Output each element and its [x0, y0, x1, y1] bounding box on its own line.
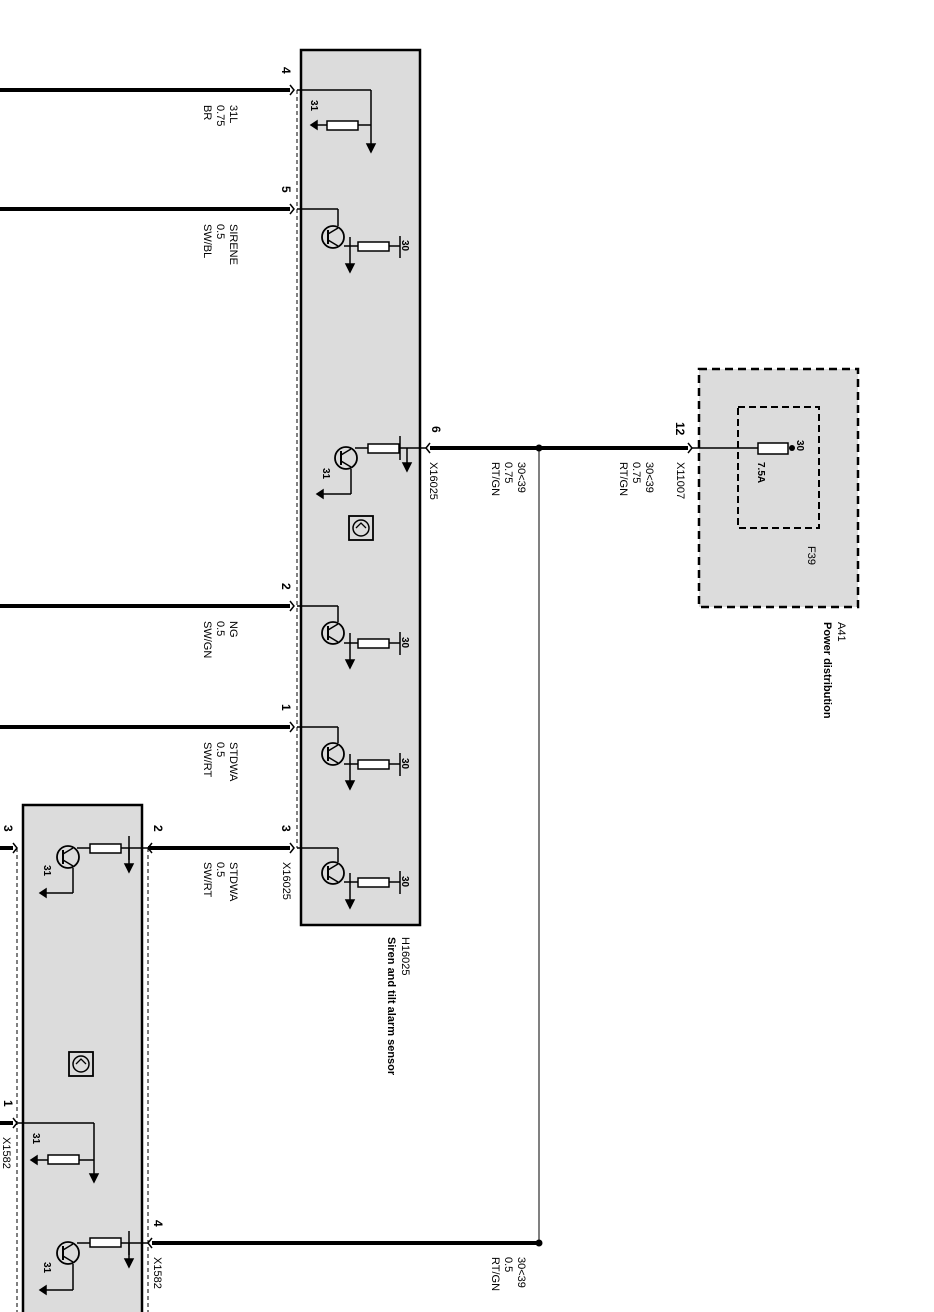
- pin-1: 1: [279, 704, 293, 711]
- pin-3: 3: [279, 825, 293, 832]
- pin-12: 12: [673, 422, 687, 436]
- lower-pin-1: 1: [1, 1100, 15, 1107]
- ground-terminal-31: 31: [308, 100, 319, 112]
- lower-module-box: [21, 803, 144, 1312]
- circuit-stdwa-2: [297, 847, 401, 910]
- circuit-31l: [297, 89, 377, 154]
- svg-text:SW/RT: SW/RT: [201, 742, 213, 778]
- supply-terminal-30-b: 30: [399, 637, 410, 649]
- svg-text:31L: 31L: [227, 105, 239, 123]
- supply-terminal-30-d: 30: [399, 876, 410, 888]
- circuit-stdwa-1: [297, 726, 401, 791]
- svg-text:0.5: 0.5: [214, 621, 226, 636]
- circuit-lower-pin4: [38, 1231, 148, 1296]
- power-distribution-box: [697, 367, 860, 609]
- siren-icon-lower: [68, 1051, 94, 1077]
- siren-module-box: [299, 48, 422, 927]
- lower-pin-3: 3: [1, 825, 15, 832]
- siren-icon: [348, 515, 374, 541]
- fuse-terminal-30: 30: [794, 440, 805, 452]
- connector-x1582-left: X1582: [0, 1137, 12, 1169]
- circuit-lower-pin1: [17, 1122, 100, 1184]
- label-wire-31l: 31L 0.75 BR: [201, 105, 239, 126]
- connector-x16025-top: X16025: [427, 462, 439, 500]
- label-wire-feed-1: 30<39 0.75 RT/GN: [489, 462, 527, 496]
- svg-text:30<39: 30<39: [515, 1257, 527, 1288]
- lower-pin-2: 2: [151, 825, 165, 832]
- label-wire-ng: NG 0.5 SW/GN: [201, 621, 239, 658]
- svg-text:30<39: 30<39: [643, 462, 655, 493]
- svg-text:SW/BL: SW/BL: [201, 224, 213, 258]
- svg-text:0.75: 0.75: [502, 462, 514, 483]
- svg-text:STDWA: STDWA: [227, 742, 239, 782]
- component-desc-power: Power distribution: [821, 622, 833, 719]
- svg-text:0.75: 0.75: [214, 105, 226, 126]
- pin-tick-x11007: [687, 442, 693, 454]
- fuse-id: F39: [805, 546, 817, 565]
- svg-text:NG: NG: [227, 621, 239, 638]
- ground-terminal-31-d: 31: [30, 1133, 41, 1145]
- svg-text:BR: BR: [201, 105, 213, 120]
- label-wire-stdwa-1: STDWA 0.5 SW/RT: [201, 742, 239, 782]
- svg-text:0.5: 0.5: [214, 224, 226, 239]
- svg-text:0.5: 0.5: [502, 1257, 514, 1272]
- pin-6: 6: [429, 426, 443, 433]
- svg-text:SIRENE: SIRENE: [227, 224, 239, 265]
- fuse-terminal-dot: [789, 445, 795, 451]
- supply-terminal-30-c: 30: [399, 758, 410, 770]
- component-desc-siren: Siren and tilt alarm sensor: [385, 937, 397, 1076]
- svg-text:RT/GN: RT/GN: [617, 462, 629, 496]
- svg-text:SW/RT: SW/RT: [201, 862, 213, 898]
- lower-pin-4: 4: [151, 1220, 165, 1227]
- svg-text:RT/GN: RT/GN: [489, 462, 501, 496]
- circuit-feed: [315, 436, 426, 500]
- pin-5: 5: [279, 186, 293, 193]
- label-wire-stdwa-2: STDWA 0.5 SW/RT: [201, 862, 239, 902]
- connector-x16025-bottom: X16025: [280, 862, 292, 900]
- ground-terminal-31-c: 31: [41, 865, 52, 877]
- label-wire-feed-3: 30<39 0.5 RT/GN: [489, 1257, 527, 1291]
- svg-text:SW/GN: SW/GN: [201, 621, 213, 658]
- svg-text:30<39: 30<39: [515, 462, 527, 493]
- pin-2: 2: [279, 583, 293, 590]
- circuit-sirene: [297, 208, 401, 274]
- svg-text:0.5: 0.5: [214, 742, 226, 757]
- connector-x1582-right: X1582: [151, 1257, 163, 1289]
- fuse-icon: [757, 442, 789, 455]
- supply-terminal-30-a: 30: [399, 240, 410, 252]
- circuit-ng: [297, 605, 401, 670]
- svg-text:0.5: 0.5: [214, 862, 226, 877]
- label-wire-sirene: SIRENE 0.5 SW/BL: [201, 224, 239, 265]
- label-wire-feed-2: 30<39 0.75 RT/GN: [617, 462, 655, 496]
- circuit-lower-pin2: [38, 836, 148, 899]
- component-id-h16025: H16025: [399, 937, 411, 976]
- connector-x11007: X11007: [674, 462, 686, 499]
- ground-terminal-31-e: 31: [41, 1262, 52, 1274]
- svg-text:0.75: 0.75: [630, 462, 642, 483]
- fuse-rating: 7.5A: [755, 462, 766, 483]
- ground-terminal-31-b: 31: [320, 468, 331, 480]
- component-id-a41: A41: [835, 622, 847, 642]
- pin-4: 4: [279, 67, 293, 74]
- fuse-holder-box: [737, 406, 820, 529]
- svg-text:STDWA: STDWA: [227, 862, 239, 902]
- svg-text:RT/GN: RT/GN: [489, 1257, 501, 1291]
